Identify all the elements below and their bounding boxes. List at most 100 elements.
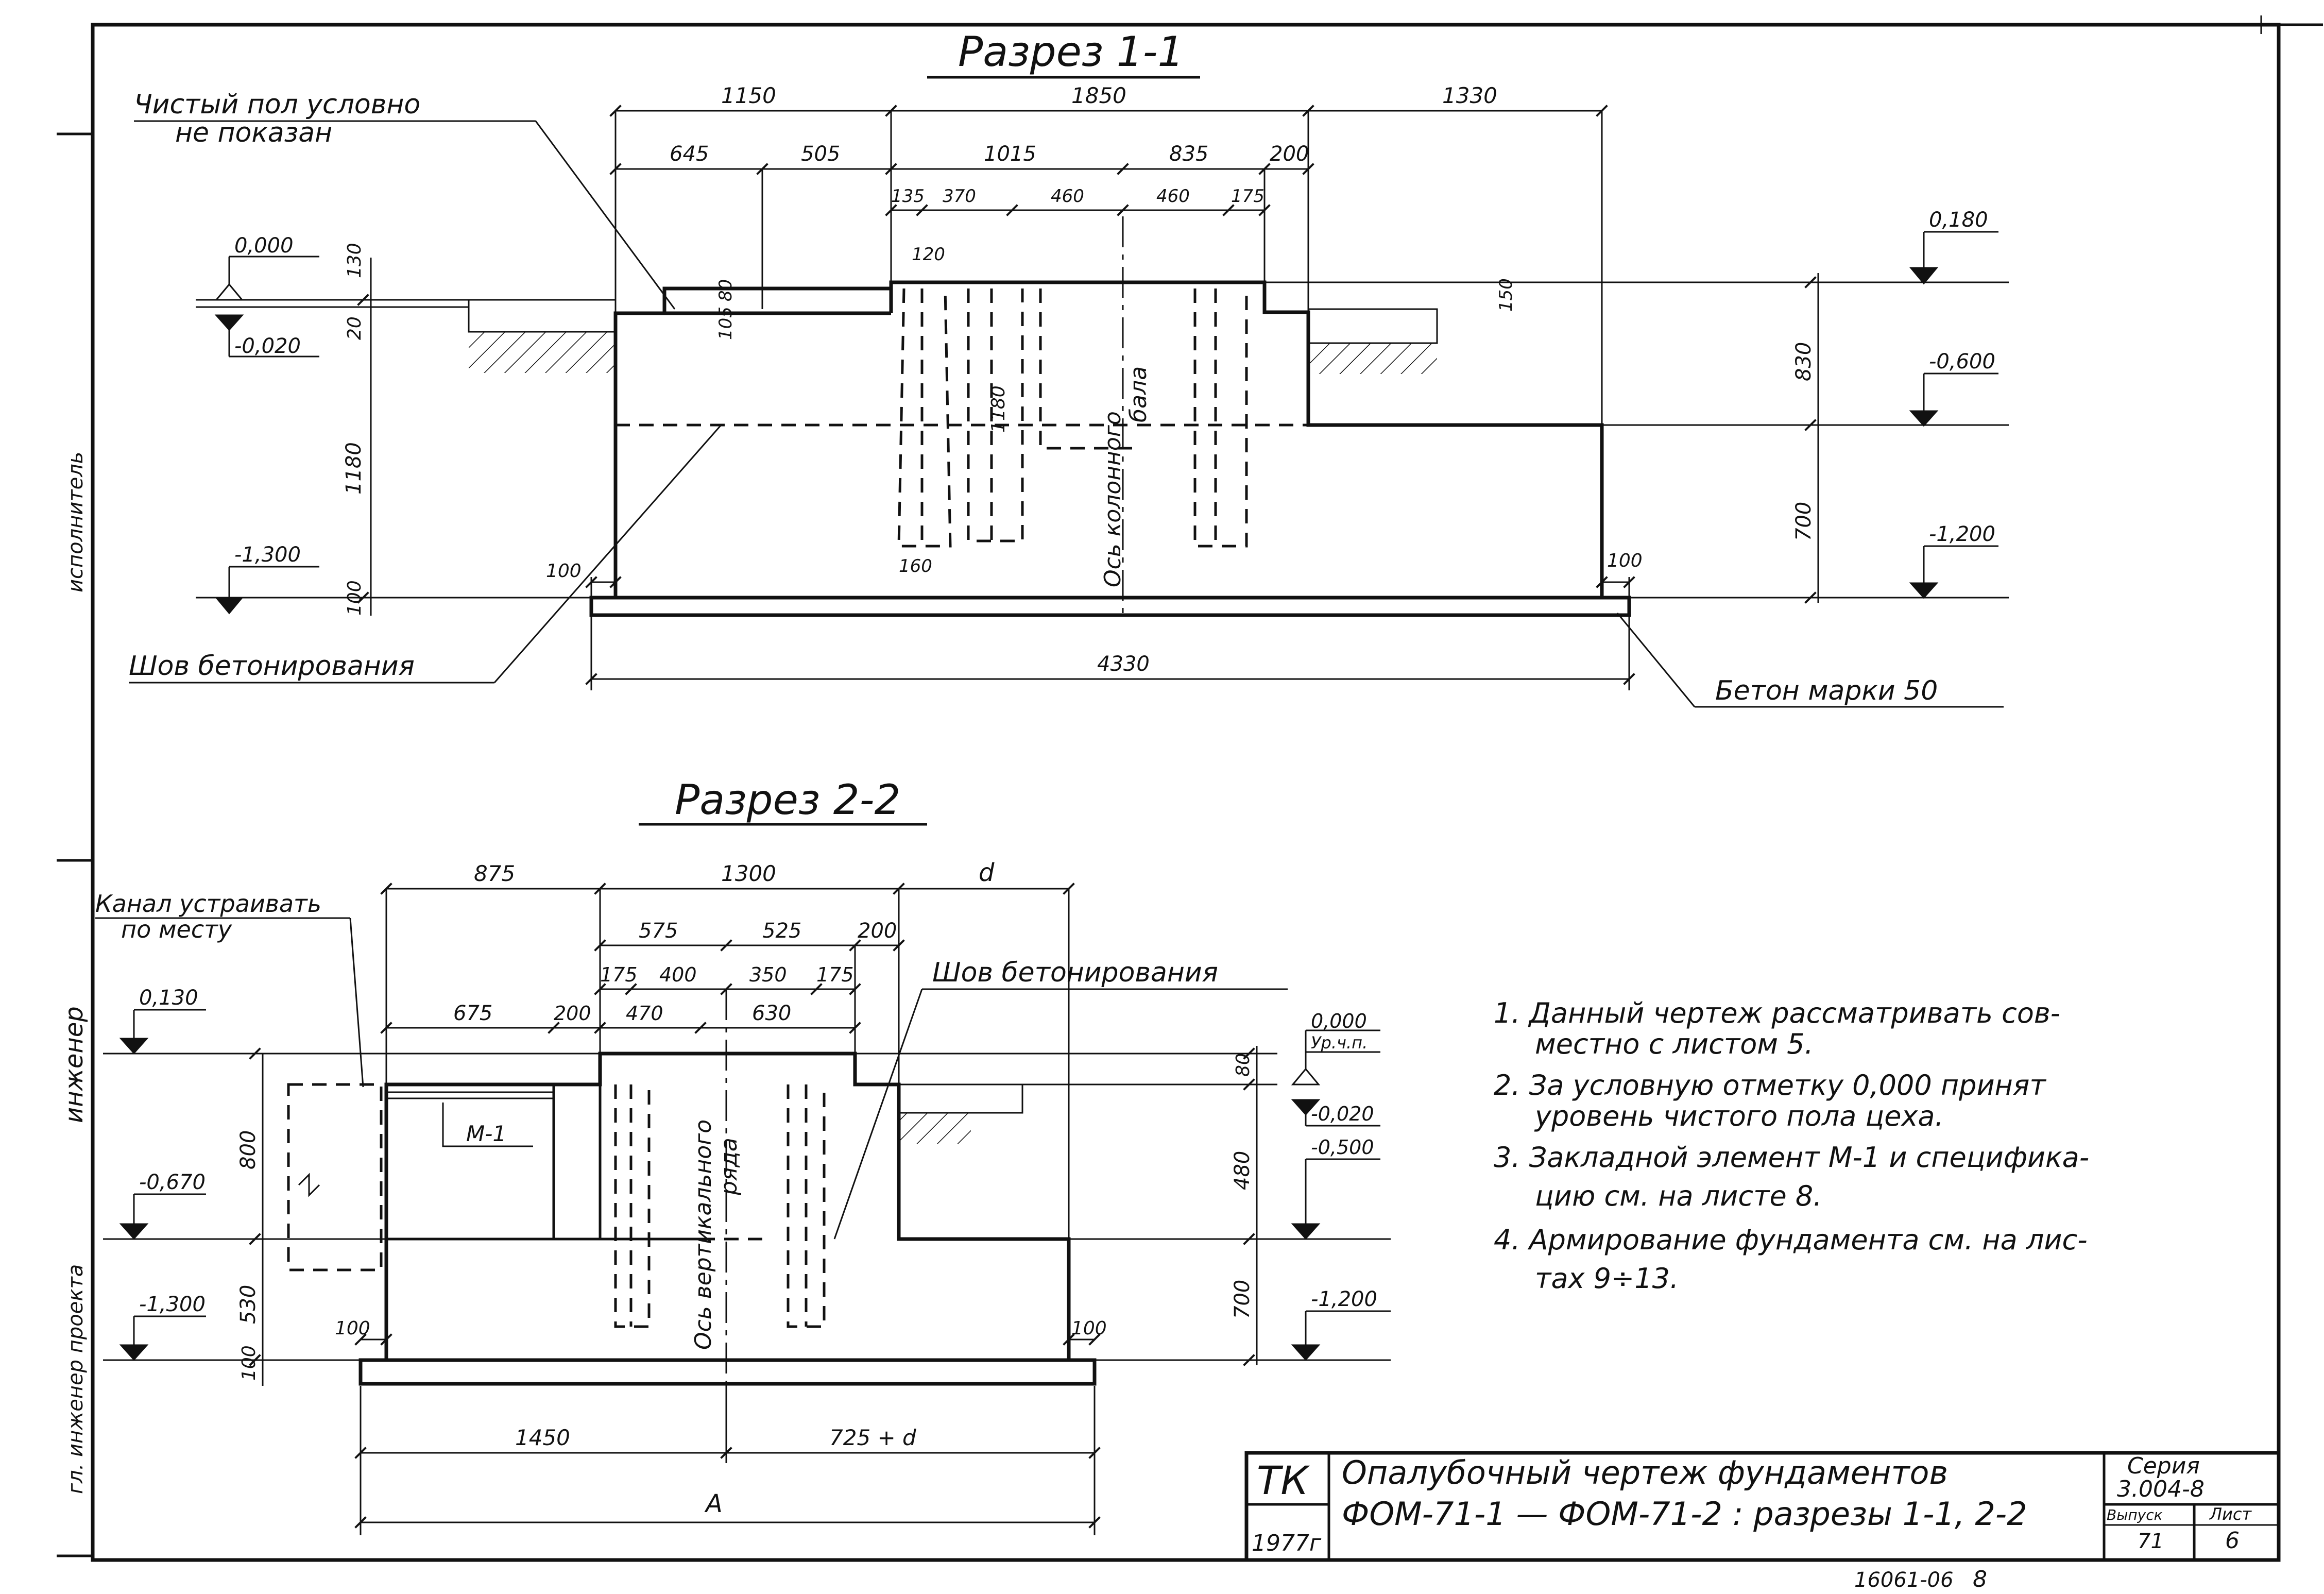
foundation-1-1-outline bbox=[613, 280, 1604, 598]
stamp-issue-value: 71 bbox=[2138, 1530, 2164, 1553]
note-channel-1: Канал устраивать bbox=[95, 890, 321, 918]
dim-350: 350 bbox=[749, 963, 787, 986]
dim-725-d: 725 + d bbox=[829, 1425, 916, 1450]
margin-label-executor: исполнитель bbox=[64, 452, 88, 592]
axis-label-row-1: Ось вертикального bbox=[690, 1120, 716, 1350]
dim-1330: 1330 bbox=[1442, 83, 1497, 108]
notes-1-1: Чистый пол условно не показан Шов бетони… bbox=[129, 89, 2004, 708]
stamp-series-value: 3.004-8 bbox=[2117, 1476, 2205, 1502]
dim-200-3: 200 bbox=[554, 1002, 591, 1025]
title-block: ТК 1977г Опалубочный чертеж фундаментов … bbox=[1244, 1451, 2281, 1562]
dim-100-offset-2-left: 100 bbox=[335, 1318, 370, 1339]
level-minus-0020-2: -0,020 bbox=[1311, 1103, 1374, 1125]
level-0000: 0,000 bbox=[234, 234, 294, 258]
note-line-6: цию см. на листе 8. bbox=[1535, 1180, 1822, 1212]
dim-370: 370 bbox=[943, 186, 976, 207]
dim-875: 875 bbox=[474, 861, 515, 886]
levels-left-1-1: 0,000 -0,020 -1,300 bbox=[196, 234, 591, 615]
dim-830: 830 bbox=[1792, 342, 1816, 381]
dim-1850: 1850 bbox=[1071, 83, 1126, 108]
dim-530: 530 bbox=[236, 1285, 260, 1324]
dim-150: 150 bbox=[1496, 278, 1516, 312]
stamp-org: ТК bbox=[1257, 1457, 1310, 1503]
concrete-prep-1-1 bbox=[589, 596, 1631, 617]
dims-bottom-2-2: 1450 725 + d A bbox=[354, 1381, 1101, 1535]
stamp-title-1: Опалубочный чертеж фундаментов bbox=[1342, 1454, 1948, 1491]
dim-175-a: 175 bbox=[600, 963, 638, 986]
note-joint-1-1: Шов бетонирования bbox=[129, 651, 415, 682]
stamp-series-label: Серия bbox=[2127, 1453, 2200, 1479]
dim-120: 120 bbox=[912, 244, 945, 265]
dim-835: 835 bbox=[1169, 142, 1208, 166]
dim-135: 135 bbox=[891, 186, 925, 207]
dim-645: 645 bbox=[670, 142, 709, 166]
level-clean-floor: Ур.ч.п. bbox=[1311, 1033, 1368, 1053]
dim-1015: 1015 bbox=[984, 142, 1036, 166]
dim-400: 400 bbox=[659, 963, 697, 986]
sheet-frame bbox=[57, 15, 2323, 1562]
foundation-2-2-outline bbox=[384, 1052, 1071, 1360]
dim-160: 160 bbox=[899, 556, 932, 576]
dim-175-b: 175 bbox=[816, 963, 854, 986]
dims-left-1-1: 130 20 1180 100 bbox=[342, 243, 379, 616]
sheet-number: 16061-06 bbox=[1854, 1568, 1954, 1592]
margin-label-chief: гл. инженер проекта bbox=[64, 1264, 88, 1494]
stamp-year: 1977г bbox=[1252, 1530, 1322, 1556]
dim-470: 470 bbox=[626, 1002, 663, 1025]
dims-top-1-1: 1150 1850 1330 645 505 1015 835 200 135 … bbox=[609, 83, 1608, 425]
note-line-3: 2. За условную отметку 0,000 принят bbox=[1494, 1069, 2046, 1101]
pockets-2-2 bbox=[614, 1084, 826, 1328]
stamp-sheet-value: 6 bbox=[2225, 1528, 2240, 1554]
dim-1450: 1450 bbox=[515, 1425, 570, 1450]
note-floor-2: не показан bbox=[175, 117, 332, 148]
axis-label-row-2: ряда bbox=[716, 1138, 742, 1196]
level-minus-0600: -0,600 bbox=[1929, 350, 1995, 374]
section-2-2: Разрез 2-2 М-1 Ось вертикального ряда bbox=[95, 776, 1391, 1535]
level-minus-0500: -0,500 bbox=[1311, 1136, 1374, 1159]
notes-2-2: Канал устраивать по месту Шов бетонирова… bbox=[95, 890, 1288, 1240]
dim-630: 630 bbox=[752, 1002, 791, 1025]
dims-right-2-2: 80 480 700 bbox=[855, 1046, 1391, 1366]
margin-labels: инженер гл. инженер проекта исполнитель bbox=[60, 452, 89, 1494]
general-notes: 1. Данный чертеж рассматривать сов- мест… bbox=[1494, 997, 2089, 1295]
note-floor-1: Чистый пол условно bbox=[134, 89, 420, 120]
dim-460a: 460 bbox=[1051, 186, 1084, 207]
stamp-sheet-label: Лист bbox=[2209, 1504, 2252, 1524]
dim-1180: 1180 bbox=[342, 442, 366, 495]
levels-right-2-2: 0,000 Ур.ч.п. -0,020 -0,500 -1,200 bbox=[1291, 1010, 1391, 1361]
levels-left-2-2: 0,130 -0,670 -1,300 bbox=[119, 986, 206, 1361]
level-minus-0670: -0,670 bbox=[139, 1171, 206, 1194]
stamp-title-2: ФОМ-71-1 — ФОМ-71-2 : разрезы 1-1, 2-2 bbox=[1342, 1495, 2027, 1533]
levels-right-1-1: 0,180 -0,600 -1,200 bbox=[1909, 208, 1998, 599]
level-minus-1300-2: -1,300 bbox=[139, 1293, 206, 1316]
dim-1150: 1150 bbox=[721, 83, 776, 108]
margin-label-engineer: инженер bbox=[60, 1006, 89, 1123]
dim-100-offset-left: 100 bbox=[546, 561, 582, 582]
dim-100-offset-right: 100 bbox=[1607, 550, 1643, 571]
note-line-5: 3. Закладной элемент М-1 и специфика- bbox=[1494, 1141, 2089, 1174]
note-channel-2: по месту bbox=[121, 915, 232, 943]
dim-700-right: 700 bbox=[1792, 502, 1816, 541]
axis-label-column-1: Ось колонного bbox=[1100, 411, 1126, 587]
dims-bottom-1-1: 4330 100 100 bbox=[546, 550, 1643, 690]
dim-1300: 1300 bbox=[721, 861, 776, 886]
dim-700-2: 700 bbox=[1231, 1280, 1254, 1319]
sheet-number-suffix: 8 bbox=[1973, 1566, 1987, 1592]
note-line-1: 1. Данный чертеж рассматривать сов- bbox=[1494, 997, 2060, 1029]
note-line-4: уровень чистого пола цеха. bbox=[1534, 1100, 1944, 1132]
dim-105: 105 bbox=[715, 307, 736, 340]
dim-800: 800 bbox=[236, 1130, 260, 1169]
dim-80-2: 80 bbox=[1233, 1053, 1254, 1077]
stamp-issue-label: Выпуск bbox=[2107, 1506, 2163, 1523]
note-line-2: местно с листом 5. bbox=[1535, 1028, 1814, 1060]
dim-675: 675 bbox=[453, 1002, 492, 1025]
dim-575: 575 bbox=[639, 919, 678, 943]
concrete-prep-2-2 bbox=[358, 1358, 1097, 1386]
axis-label-column-2: бала bbox=[1125, 366, 1152, 422]
dims-top-2-2: 875 1300 d 575 525 200 175 400 350 175 6… bbox=[380, 858, 1075, 1239]
embed-m1-label: М-1 bbox=[466, 1121, 506, 1146]
note-concrete: Бетон марки 50 bbox=[1715, 675, 1938, 706]
dim-200-2: 200 bbox=[858, 919, 897, 943]
dims-left-2-2: 800 530 100 bbox=[103, 1047, 600, 1386]
dims-right-1-1: 830 700 bbox=[1264, 273, 2009, 604]
